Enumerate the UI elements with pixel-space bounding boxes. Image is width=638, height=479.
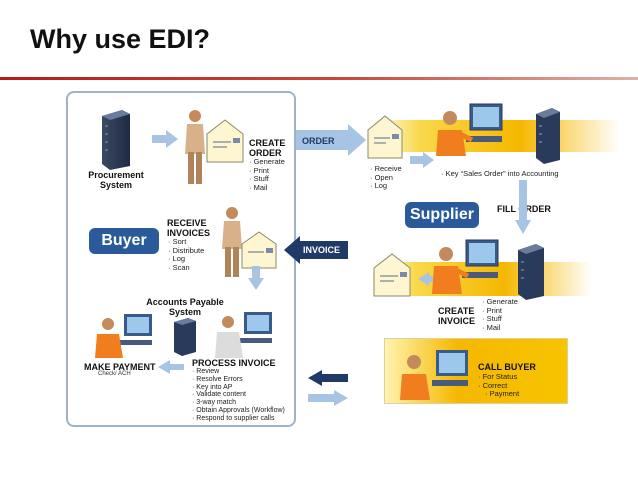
payment-clerk-at-computer-icon [95,314,152,358]
supplier-worker-at-computer-icon [432,239,499,294]
ap-server-icon [174,318,196,356]
create-invoice-step: Generate [482,297,518,307]
key-sales-order-note: · Key “Sales Order” into Accounting [441,169,559,178]
receive-invoices-step: Log [168,254,204,264]
create-invoice-title-l2: INVOICE [438,316,476,326]
bidirectional-arrows-icon [308,370,348,406]
create-order-step: Generate [249,157,285,167]
slide-title: Why use EDI? [30,24,211,54]
arrow-down-icon [515,180,531,234]
process-invoice-steps: Review Resolve Errors Key into AP Valida… [192,368,285,423]
process-invoice-step: Validate content [192,391,285,399]
call-buyer-step: For Status [478,372,519,382]
process-invoice-step: Respond to supplier calls [192,415,285,423]
envelope-icon [367,115,403,159]
buyer-badge: Buyer [89,228,159,254]
procurement-line2: System [99,180,133,190]
arrow-right-icon [410,152,434,168]
envelope-icon [206,119,244,163]
supplier-worker-at-computer-icon [436,103,503,156]
receive-invoices-title-l2: INVOICES [167,228,211,238]
process-invoice-title: PROCESS INVOICE [192,358,276,368]
process-invoice-step: Obtain Approvals (Workflow) [192,407,285,415]
create-invoice-steps: Generate Print Stuff Mail [482,297,518,333]
procurement-system-label: Procurement System [86,170,146,190]
supplier-server-icon [518,244,544,300]
title-underline [0,77,638,80]
key-sales-order-text: Key “Sales Order” into Accounting [445,169,559,178]
ap-system-line2: System [168,307,202,317]
create-order-title-l1: CREATE [249,138,286,148]
make-payment-sub: Check/ ACH [98,371,131,377]
buyer-clerk-person-icon [185,110,205,184]
receive-invoices-step: Scan [168,263,204,273]
call-buyer-step: Correct [478,381,519,391]
receive-invoices-step: Distribute [168,246,205,256]
create-order-step: Stuff [249,174,285,184]
buyer-clerk-person-icon [222,207,242,277]
receive-invoices-steps: Sort Distribute Log Scan [168,237,205,273]
ap-system-label: Accounts Payable System [140,297,230,317]
arrow-left-icon [158,360,184,374]
create-order-step: Print [249,166,285,176]
supplier-caller-at-computer-icon [400,350,468,400]
envelope-icon [373,253,411,297]
create-order-steps: Generate Print Stuff Mail [249,157,285,193]
create-invoice-step: Print [482,306,518,316]
create-order-step: Mail [249,183,285,193]
receive-invoices-title: RECEIVE INVOICES [167,218,210,238]
procurement-line1: Procurement [88,170,144,180]
supplier-receive-steps: Receive Open Log [370,164,402,191]
create-invoice-title: CREATE INVOICE [438,306,475,326]
process-invoice-step: Key into AP [192,384,285,392]
invoice-processor-at-computer-icon [215,312,272,358]
process-invoice-step: Review [192,368,285,376]
receive-invoices-title-l1: RECEIVE [167,218,207,228]
ap-system-line1: Accounts Payable [146,297,224,307]
arrow-down-icon [248,266,264,290]
supplier-receive-step: Open [370,173,402,183]
envelope-icon [241,231,277,269]
receive-invoices-step: Sort [168,237,204,247]
arrow-right-icon [152,130,178,148]
call-buyer-title: CALL BUYER [478,362,536,372]
call-buyer-steps: For Status Correct Payment [478,372,520,399]
order-flow-arrow [296,124,366,156]
arrow-left-icon [418,272,440,286]
process-invoice-step: Resolve Errors [192,376,285,384]
create-invoice-step: Mail [482,323,518,333]
call-buyer-step-cont: Payment [478,389,520,399]
procurement-server-icon [102,110,130,170]
create-invoice-title-l1: CREATE [438,306,475,316]
supplier-receive-step: Receive [370,164,402,174]
invoice-flow-label: INVOICE [303,245,341,255]
create-invoice-step: Stuff [482,314,518,324]
create-order-title-l2: ORDER [249,148,282,158]
make-payment-title: MAKE PAYMENT [84,362,156,372]
invoice-flow-arrow [284,236,348,264]
supplier-receive-step: Log [370,181,402,191]
create-order-title: CREATE ORDER [249,138,285,158]
order-flow-label: ORDER [302,136,335,146]
process-invoice-step: 3-way match [192,399,285,407]
supplier-badge: Supplier [405,202,479,228]
supplier-server-icon [536,108,560,164]
